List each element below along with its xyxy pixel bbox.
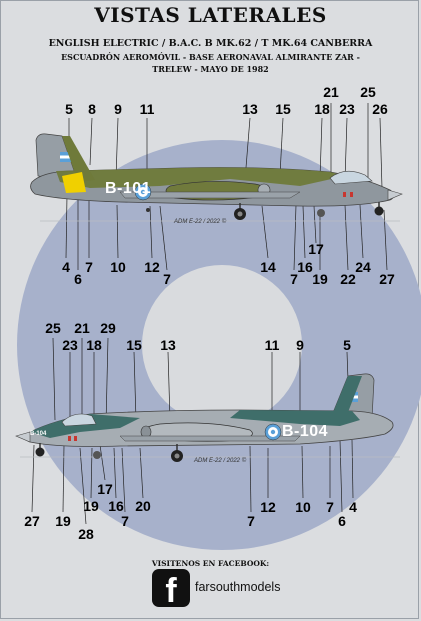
callout-bottom-19b: 19 [83,498,99,514]
callout-top-21: 21 [323,84,339,100]
callout-bottom-5: 5 [343,337,351,353]
callout-top-19: 19 [312,271,328,287]
callout-bottom-7b: 7 [247,513,255,529]
facebook-page-link[interactable]: farsouthmodels [195,580,281,594]
callout-bottom-11: 11 [264,337,280,353]
facebook-label: VISITENOS EN FACEBOOK: [151,559,270,568]
callout-top-5: 5 [65,101,73,117]
callout-bottom-17: 17 [97,481,113,497]
top-yellow-band [62,172,86,193]
bottom-nose-code: B-104 [30,431,47,437]
callout-top-16: 16 [297,259,313,275]
callout-bottom-16: 16 [108,498,124,514]
callout-top-23: 23 [339,101,355,117]
bottom-canopy [61,413,97,427]
top-serial: B-101 [105,180,152,197]
callout-top-9: 9 [114,101,122,117]
top-canopy [329,170,373,185]
callout-bottom-7c: 7 [326,499,334,515]
callout-bottom-19a: 19 [55,513,71,529]
facebook-icon[interactable]: f [152,569,190,607]
callout-top-22: 22 [340,271,356,287]
callout-top-25: 25 [360,84,376,100]
bottom-nose-wheel [35,447,45,457]
callout-top-24: 24 [355,259,371,275]
callout-bottom-4: 4 [349,499,357,515]
callout-top-4: 4 [62,259,70,275]
callout-top-12: 12 [144,259,160,275]
callout-bottom-7a: 7 [121,513,129,529]
callout-bottom-15: 15 [126,337,142,353]
unit-line: ESCUADRÓN AEROMÓVIL - BASE AERONAVAL ALM… [61,52,360,62]
top-nose-wheel [374,206,384,216]
callout-bottom-28: 28 [78,526,94,542]
callout-top-7b: 7 [163,271,171,287]
callout-top-18: 18 [314,101,330,117]
callout-top-7a: 7 [85,259,93,275]
callout-top-10: 10 [110,259,126,275]
callout-bottom-21: 21 [74,320,90,336]
callout-bottom-27: 27 [24,513,40,529]
callout-bottom-18: 18 [86,337,102,353]
callout-bottom-6: 6 [338,513,346,529]
callout-top-6: 6 [74,271,82,287]
callout-bottom-25: 25 [45,320,61,336]
callout-top-13: 13 [242,101,258,117]
page-title: VISTAS LATERALES [94,3,327,27]
callout-top-27: 27 [379,271,395,287]
callout-top-7c: 7 [290,271,298,287]
page-subtitle: ENGLISH ELECTRIC / B.A.C. B MK.62 / T MK… [48,38,373,49]
callout-top-14: 14 [260,259,276,275]
callout-bottom-20: 20 [135,498,151,514]
bottom-serial: B-104 [282,423,329,440]
callout-top-15: 15 [275,101,291,117]
top-tail-fin [35,133,79,183]
location-date-line: TRELEW - MAYO DE 1982 [152,64,269,74]
callout-top-8: 8 [88,101,96,117]
callout-bottom-13: 13 [160,337,176,353]
callout-top-11: 11 [139,101,155,117]
callout-top-17: 17 [308,241,324,257]
bottom-leader-lines [31,337,354,525]
callout-bottom-29: 29 [100,320,116,336]
roundel-center [142,265,302,425]
callout-bottom-12: 12 [260,499,276,515]
callout-bottom-9: 9 [296,337,304,353]
callout-top-26: 26 [372,101,388,117]
bottom-copyright: ADM E-22 / 2022 © [194,458,247,464]
callout-bottom-23: 23 [62,337,78,353]
top-copyright: ADM E-22 / 2022 © [174,219,227,225]
callout-bottom-10: 10 [295,499,311,515]
